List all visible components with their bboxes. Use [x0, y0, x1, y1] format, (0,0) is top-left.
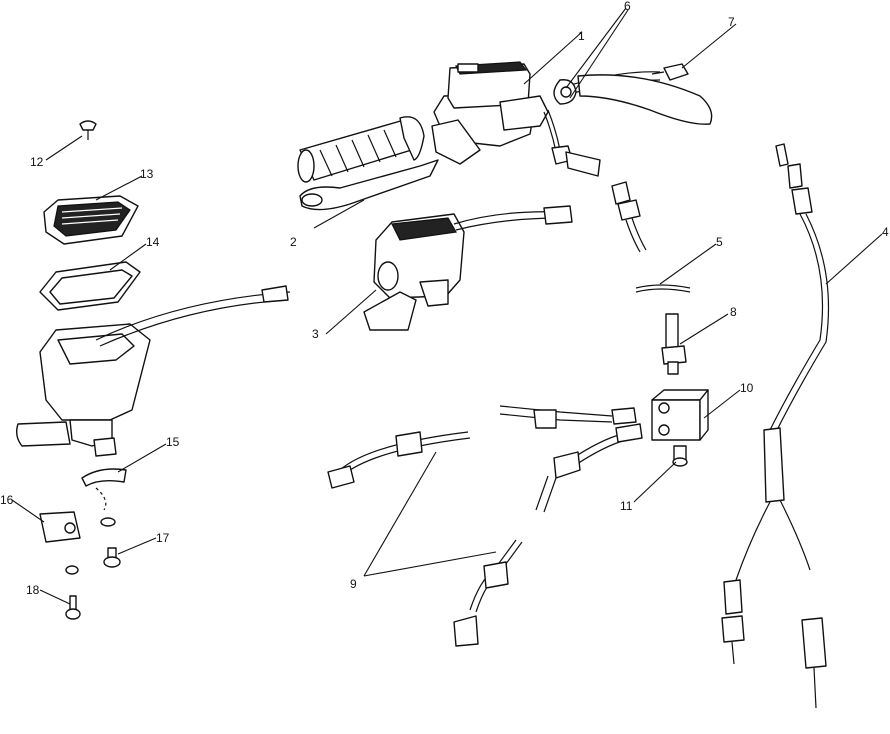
leader-lines [11, 7, 883, 605]
callout-18: 18 [26, 583, 40, 597]
switch-housing [363, 205, 573, 331]
throttle-washers [65, 517, 116, 575]
throttle-bolt-18 [65, 595, 81, 620]
callout-5: 5 [716, 235, 723, 249]
callout-15: 15 [166, 435, 180, 449]
throttle-spring [81, 468, 127, 511]
brake-line-9a [327, 431, 471, 489]
callout-6: 6 [624, 0, 631, 13]
callout-2: 2 [290, 235, 297, 249]
callout-11: 11 [620, 499, 633, 513]
park-lever [577, 74, 713, 125]
handlebar-grip [297, 116, 425, 183]
brake-line-upper-right [499, 405, 637, 429]
master-cylinder [431, 61, 549, 165]
throttle-gasket [39, 261, 141, 311]
callout-12: 12 [30, 155, 44, 169]
callout-16: 16 [0, 493, 14, 507]
callout-7: 7 [728, 15, 735, 29]
brake-lever [299, 159, 439, 211]
callout-14: 14 [146, 235, 160, 249]
brake-hose-mid [611, 181, 647, 253]
callout-8: 8 [730, 305, 737, 319]
callout-numbers: 1 2 3 4 5 6 7 8 9 10 11 12 13 14 15 16 1… [0, 0, 889, 597]
throttle-cover [43, 195, 139, 245]
block-bolt-11 [672, 445, 688, 467]
callout-9: 9 [350, 577, 357, 591]
callout-4: 4 [882, 225, 889, 239]
brake-line-5 [635, 284, 691, 293]
throttle-bracket [39, 511, 81, 543]
brake-line-9b [453, 539, 523, 647]
throttle-housing [15, 285, 291, 457]
callout-3: 3 [312, 327, 319, 341]
callout-1: 1 [578, 29, 585, 43]
callout-10: 10 [740, 381, 754, 395]
throttle-bolt-17 [103, 547, 121, 568]
throttle-cover-screw [79, 120, 97, 140]
distribution-block-10 [651, 389, 709, 441]
brake-line-lower-right [535, 423, 643, 513]
bleeder-fitting-8 [661, 313, 687, 375]
callout-17: 17 [156, 531, 170, 545]
callout-13: 13 [140, 167, 154, 181]
throttle-cable [721, 143, 830, 709]
brake-hose-upper [543, 109, 601, 177]
